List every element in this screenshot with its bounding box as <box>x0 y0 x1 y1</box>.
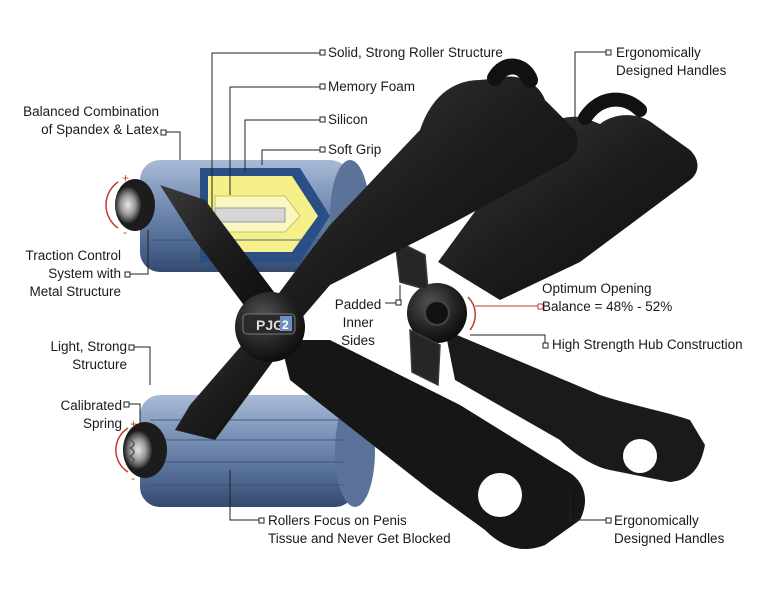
calibrated-spring-end <box>124 431 152 469</box>
label-roller-structure: Solid, Strong Roller Structure <box>328 45 503 60</box>
top-plus-mark: + <box>122 171 129 185</box>
badge-text: PJG <box>256 317 284 333</box>
bottom-rotation-arc <box>115 427 129 473</box>
front-finger-hole <box>478 473 522 517</box>
label-balanced-combination: Balanced Combination of Spandex & Latex <box>23 104 159 137</box>
rear-finger-hole <box>623 439 657 473</box>
leader-endpoints <box>123 49 612 524</box>
label-light-strong-structure: Light, Strong Structure <box>50 339 127 372</box>
label-optimum-opening: Optimum Opening Balance = 48% - 52% <box>542 281 673 314</box>
leader-lines <box>126 51 608 521</box>
top-minus-mark: - <box>123 225 127 239</box>
label-traction-control: Traction Control System with Metal Struc… <box>25 248 121 299</box>
traction-control-end <box>115 187 141 223</box>
label-ergonomic-handles-top: Ergonomically Designed Handles <box>616 45 727 78</box>
bottom-plus-mark: + <box>130 417 137 431</box>
opening-angle-arc <box>467 296 477 331</box>
top-rotation-arc <box>105 181 119 229</box>
label-soft-grip: Soft Grip <box>328 142 382 157</box>
rear-device-arm <box>394 92 705 482</box>
badge-superscript: 2 <box>282 318 289 332</box>
front-device-arm <box>160 58 585 550</box>
label-padded-inner-sides: Padded Inner Sides <box>334 297 382 348</box>
bottom-minus-mark: - <box>131 471 135 485</box>
label-memory-foam: Memory Foam <box>328 79 416 94</box>
label-silicon: Silicon <box>328 112 368 127</box>
roller-core-structure <box>214 207 286 223</box>
label-calibrated-spring: Calibrated Spring <box>60 398 122 431</box>
label-hub-construction: High Strength Hub Construction <box>552 337 743 352</box>
label-ergonomic-handles-bottom: Ergonomically Designed Handles <box>614 513 725 546</box>
label-rollers-focus: Rollers Focus on Penis Tissue and Never … <box>268 513 451 546</box>
